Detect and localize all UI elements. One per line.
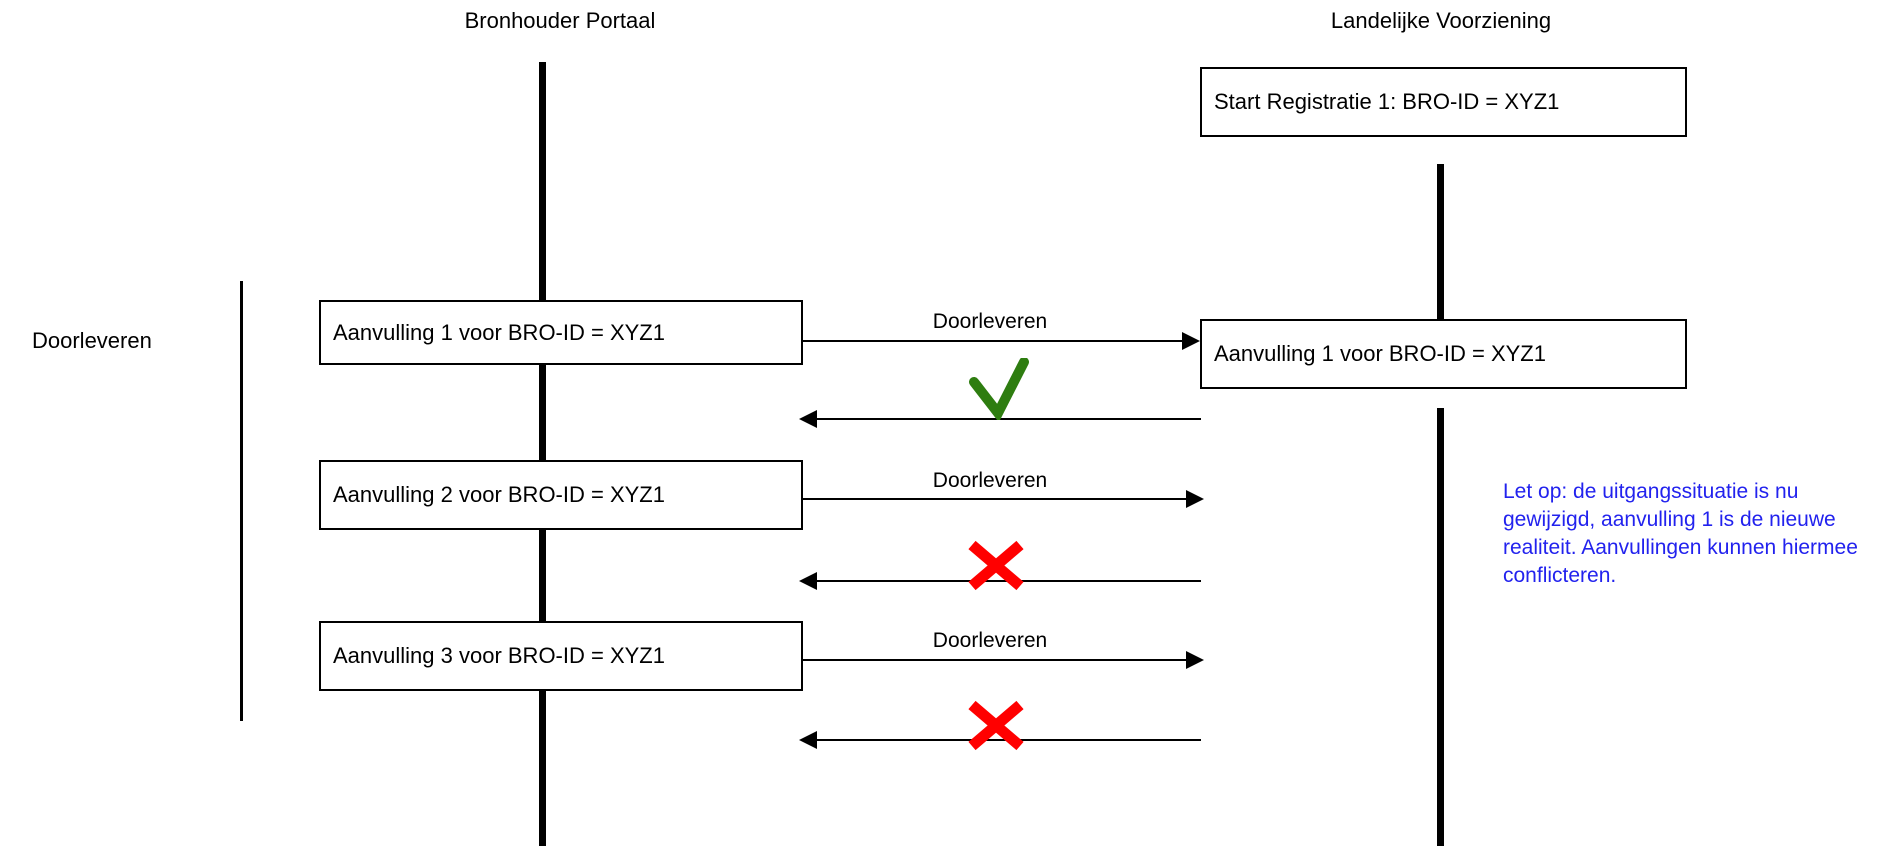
message-arrow-2-label: Doorleveren: [932, 469, 1048, 492]
message-arrow-1-head: [1182, 332, 1200, 350]
box-bp-aanvulling-3[interactable]: Aanvulling 3 voor BRO-ID = XYZ1: [319, 621, 803, 691]
cross-mark-icon-3: [968, 700, 1024, 751]
lifeline-bronhouder-portaal-segment-1: [539, 62, 546, 300]
message-arrow-2-line: [803, 498, 1190, 500]
box-lv-aanvulling-1[interactable]: Aanvulling 1 voor BRO-ID = XYZ1: [1200, 319, 1687, 389]
box-bp-aanvulling-2-label: Aanvulling 2 voor BRO-ID = XYZ1: [333, 482, 665, 507]
message-arrow-1-line: [803, 340, 1193, 342]
message-arrow-3-label: Doorleveren: [932, 629, 1048, 652]
message-arrow-1-label: Doorleveren: [932, 310, 1048, 333]
lifeline-bronhouder-portaal-segment-4: [539, 690, 546, 846]
box-start-registratie-1[interactable]: Start Registratie 1: BRO-ID = XYZ1: [1200, 67, 1687, 137]
message-response-3-line: [805, 739, 1201, 741]
box-bp-aanvulling-1-label: Aanvulling 1 voor BRO-ID = XYZ1: [333, 319, 665, 345]
lifeline-header-bronhouder-portaal: Bronhouder Portaal: [464, 8, 656, 33]
message-arrow-3-line: [803, 659, 1190, 661]
doorleveren-scope-label: Doorleveren: [32, 328, 152, 353]
lifeline-landelijke-voorziening-segment-2: [1437, 408, 1444, 846]
lifeline-header-landelijke-voorziening: Landelijke Voorziening: [1330, 8, 1552, 33]
check-mark-icon-1: [969, 358, 1029, 420]
message-arrow-2-head: [1186, 490, 1204, 508]
lifeline-bronhouder-portaal-segment-2: [539, 365, 546, 465]
note-conflict-warning: Let op: de uitgangssituatie is nu gewijz…: [1503, 480, 1864, 588]
lifeline-bronhouder-portaal-segment-3: [539, 530, 546, 625]
message-response-1-line: [805, 418, 1201, 420]
box-bp-aanvulling-2[interactable]: Aanvulling 2 voor BRO-ID = XYZ1: [319, 460, 803, 530]
message-response-2-line: [805, 580, 1201, 582]
box-bp-aanvulling-3-label: Aanvulling 3 voor BRO-ID = XYZ1: [333, 643, 665, 668]
doorleveren-scope-bracket: [240, 281, 243, 721]
box-start-registratie-1-label: Start Registratie 1: BRO-ID = XYZ1: [1214, 89, 1560, 114]
message-arrow-3-head: [1186, 651, 1204, 669]
lifeline-landelijke-voorziening-segment-1: [1437, 164, 1444, 320]
box-lv-aanvulling-1-label: Aanvulling 1 voor BRO-ID = XYZ1: [1214, 341, 1546, 366]
message-response-3-head: [799, 731, 817, 749]
message-response-2-head: [799, 572, 817, 590]
message-response-1-head: [799, 410, 817, 428]
box-bp-aanvulling-1[interactable]: Aanvulling 1 voor BRO-ID = XYZ1: [319, 300, 803, 365]
cross-mark-icon-2: [968, 540, 1024, 591]
